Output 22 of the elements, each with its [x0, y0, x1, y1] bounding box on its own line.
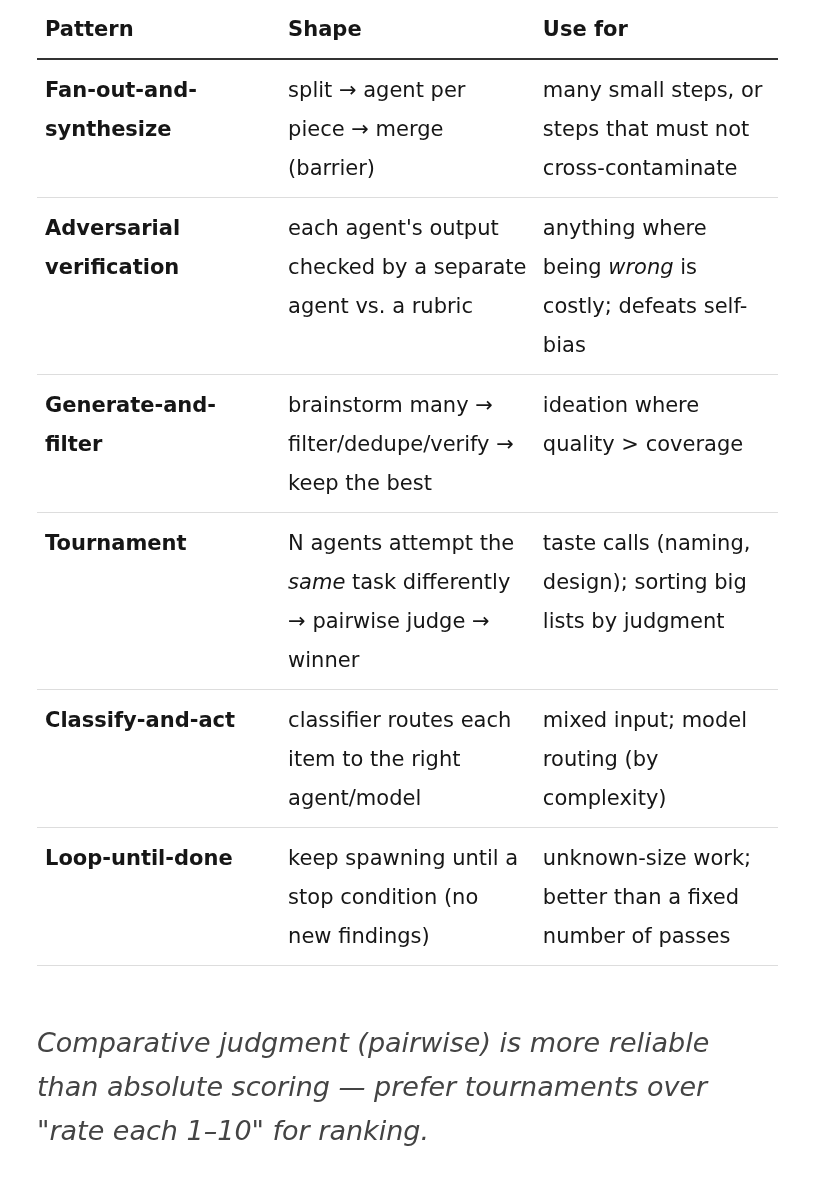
column-header: Use for	[534, 0, 778, 59]
pattern-name: Generate-and-filter	[37, 374, 281, 513]
pattern-name: Loop-until-done	[37, 827, 281, 966]
use-description: many small steps, or steps that must not cross-contaminate	[534, 59, 778, 198]
use-description: unknown-size work; better than a fixed number of passes	[534, 827, 778, 966]
shape-description: keep spawning until a stop condition (no new findings)	[280, 827, 535, 966]
shape-description: brainstorm many → filter/dedupe/verify → keep the best	[280, 374, 535, 513]
pattern-name: Adversarial verification	[37, 197, 281, 375]
shape-description: N agents attempt the same task differently → pairwise judge → winner	[280, 512, 535, 690]
pattern-name: Classify-and-act	[37, 689, 281, 828]
note-text: Comparative judgment (pairwise) is more reliable than absolute scoring — prefer tournaments over "rate each 1–10" for ranking.	[37, 1026, 711, 1148]
shape-description: classifier routes each item to the right agent/model	[280, 689, 535, 828]
column-header: Pattern	[37, 0, 281, 59]
pattern-name: Tournament	[37, 512, 281, 690]
shape-description: split → agent per piece → merge (barrier)	[280, 59, 535, 198]
shape-description: each agent's output checked by a separate agent vs. a rubric	[280, 197, 535, 375]
use-description: taste calls (naming, design); sorting big lists by judgment	[534, 512, 778, 690]
use-description: anything where being wrong is costly; defeats self-bias	[534, 197, 778, 375]
use-description: mixed input; model routing (by complexity)	[534, 689, 778, 828]
use-description: ideation where quality > coverage	[534, 374, 778, 513]
column-header: Shape	[280, 0, 535, 59]
pattern-name: Fan-out-and-synthesize	[37, 59, 281, 198]
